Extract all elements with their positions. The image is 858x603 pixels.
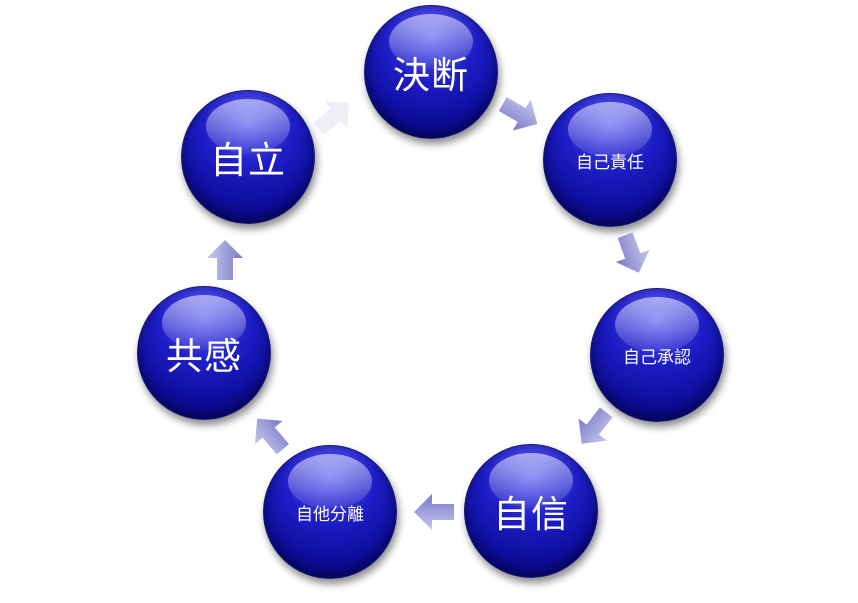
arrow-jishin-to-jita-bunri: [414, 494, 454, 530]
node-label: 決断: [393, 54, 469, 97]
arrow-kyokan-to-jiritsu: [207, 240, 243, 280]
node-kyokan: 共感: [137, 286, 271, 420]
node-jiko-shonin: 自己承認: [590, 288, 724, 422]
node-label: 自他分離: [296, 504, 364, 525]
node-jiritsu: 自立: [181, 90, 315, 224]
arrow-jita-bunri-to-kyokan: [254, 418, 289, 455]
node-jita-bunri: 自他分離: [263, 445, 397, 579]
node-label: 共感: [166, 335, 242, 378]
arrow-jiko-shonin-to-jishin: [578, 407, 613, 444]
node-label: 自信: [493, 493, 569, 536]
node-kettei: 決断: [364, 5, 498, 139]
node-label: 自己承認: [623, 347, 691, 368]
arrow-jiritsu-to-kettei: [313, 100, 350, 135]
arrow-jiko-sekinin-to-jiko-shonin: [615, 232, 650, 273]
node-jiko-sekinin: 自己責任: [543, 93, 677, 227]
node-jishin: 自信: [464, 444, 598, 578]
node-label: 自立: [210, 139, 286, 182]
node-label: 自己責任: [576, 152, 644, 173]
arrow-kettei-to-jiko-sekinin: [498, 97, 538, 131]
